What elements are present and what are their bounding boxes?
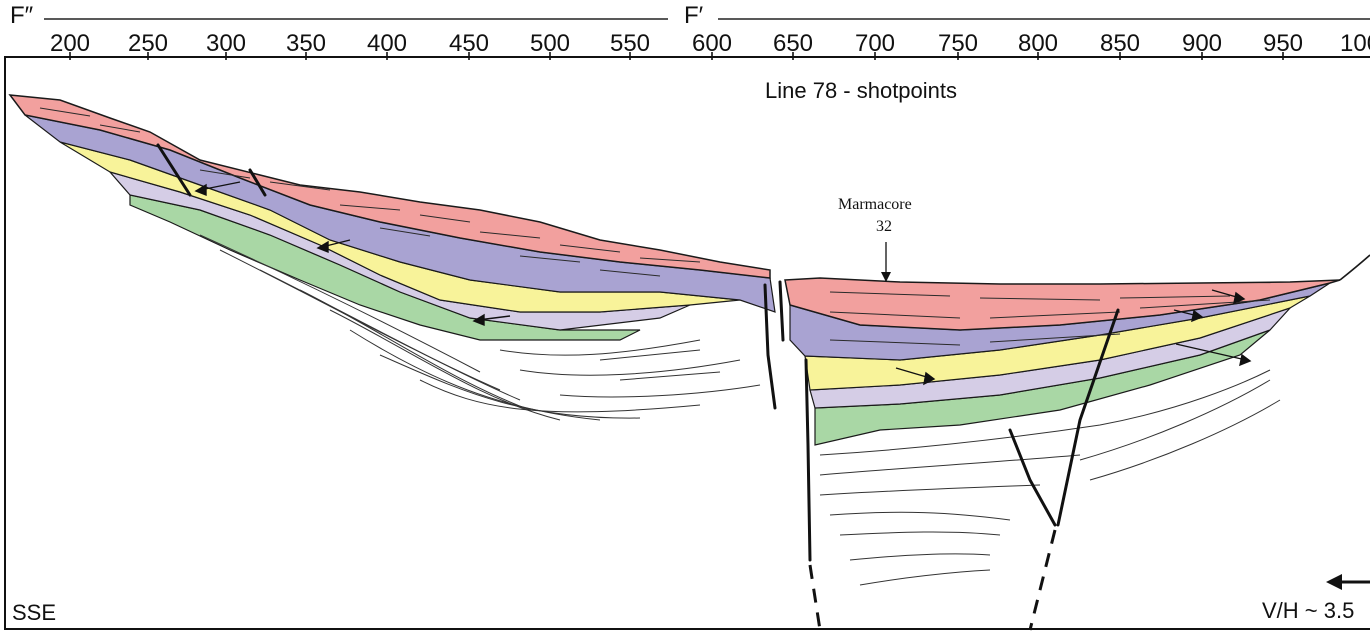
section-frame xyxy=(4,56,1370,630)
lower-strata-left xyxy=(199,234,761,421)
internal-reflectors-upper xyxy=(39,107,1271,346)
direction-arrow xyxy=(1326,574,1370,590)
unit-red-right xyxy=(784,277,1341,331)
exaggeration-label: V/H ~ 3.5 xyxy=(1262,598,1355,623)
flow-arrows xyxy=(194,181,1252,386)
section-title: Line 78 - shotpoints xyxy=(765,78,958,103)
right-edge-slope xyxy=(1339,254,1370,281)
lower-strata-right xyxy=(819,369,1281,586)
unit-red-left xyxy=(8,94,771,279)
marker-f-double-prime: F″ xyxy=(10,2,34,29)
direction-label: SSE xyxy=(12,600,57,625)
faults-inferred xyxy=(808,529,1057,631)
core-name: Marmacore xyxy=(838,196,912,213)
faults xyxy=(156,143,1120,562)
core-location-arrow xyxy=(881,242,891,282)
core-number: 32 xyxy=(876,218,892,235)
tick-label: 100 xyxy=(1340,30,1370,57)
tick-marks xyxy=(69,52,1284,60)
marker-f-prime: F′ xyxy=(684,2,704,29)
